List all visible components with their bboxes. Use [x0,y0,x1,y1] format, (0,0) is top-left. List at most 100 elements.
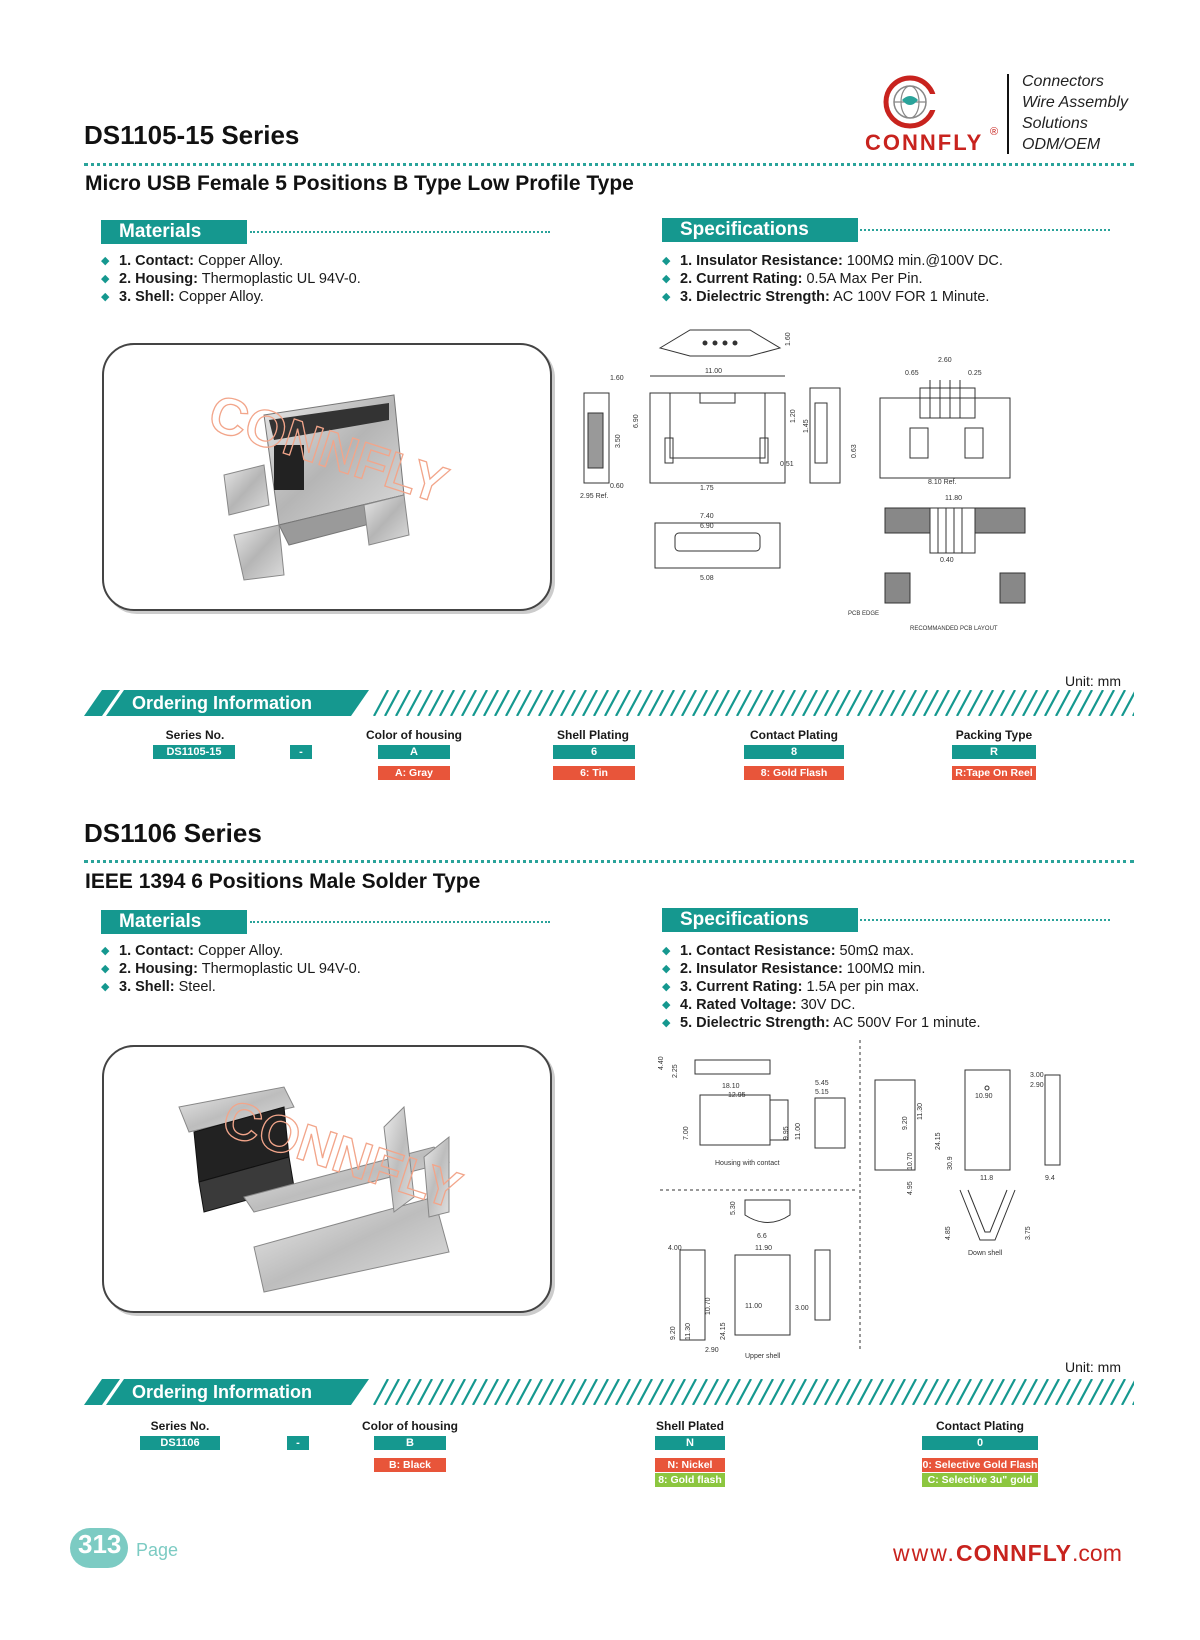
materials-tab: Materials [101,910,247,934]
svg-text:1.60: 1.60 [610,375,624,382]
svg-text:5.45: 5.45 [815,1080,829,1087]
tagline-item: Wire Assembly [1022,94,1128,111]
materials-divider [250,921,550,923]
registered-mark: ® [990,126,999,138]
materials-list: 1. Contact: Copper Alloy. 2. Housing: Th… [101,942,361,996]
product-photo: CONNFLY [102,1045,552,1313]
ordering-title: Ordering Information [132,693,312,713]
list-item: 3. Current Rating: 1.5A per pin max. [662,978,981,996]
svg-text:Upper shell: Upper shell [745,1353,781,1360]
svg-text:5.30: 5.30 [730,1201,737,1215]
materials-divider [250,231,550,233]
svg-text:RECOMMANDED PCB LAYOUT: RECOMMANDED PCB LAYOUT [910,626,998,632]
brand-tagline-list: Connectors Wire Assembly Solutions ODM/O… [1022,71,1128,155]
packing-code: R [952,745,1036,759]
series-code: DS1106 [140,1436,220,1450]
col-header-color: Color of housing [366,728,462,742]
logo-wordmark: CONNFLY [865,130,984,155]
svg-text:9.20: 9.20 [902,1116,909,1130]
svg-text:0.25: 0.25 [968,370,982,377]
svg-text:2.95 Ref.: 2.95 Ref. [580,493,608,500]
series-subtitle: Micro USB Female 5 Positions B Type Low … [85,172,634,195]
svg-text:0.40: 0.40 [940,557,954,564]
unit-label: Unit: mm [1065,1359,1121,1375]
shell-code: N [655,1436,725,1450]
list-item: 2. Current Rating: 0.5A Max Per Pin. [662,270,1003,288]
list-item: 3. Shell: Steel. [101,978,361,996]
series-code: DS1105-15 [153,745,235,759]
title-divider [84,163,1134,166]
svg-text:18.10: 18.10 [722,1083,740,1090]
svg-text:11.00: 11.00 [705,368,722,375]
list-item: 2. Housing: Thermoplastic UL 94V-0. [101,960,361,978]
svg-text:3.75: 3.75 [1025,1226,1032,1240]
svg-text:11.00: 11.00 [795,1123,802,1140]
color-option: B: Black [374,1458,446,1472]
shell-option: 8: Gold flash [655,1473,725,1487]
tagline-item: ODM/OEM [1022,136,1101,153]
svg-text:3.50: 3.50 [615,434,622,448]
dash-separator: - [287,1436,309,1450]
shell-option: 6: Tin [553,766,635,780]
specs-divider [860,919,1110,921]
brand-logo [850,70,990,155]
technical-drawing: 4.40 2.25 18.10 12.95 7.00 9.95 11.00 5.… [650,1040,1100,1360]
ordering-bar: Ordering Information [84,689,1148,717]
connector-render-icon: CONNFLY [201,383,455,581]
contact-option: 8: Gold Flash [744,766,844,780]
contact-code: 0 [922,1436,1038,1450]
list-item: 3. Shell: Copper Alloy. [101,288,361,306]
svg-text:8.10 Ref.: 8.10 Ref. [928,479,956,486]
svg-text:0.60: 0.60 [610,483,624,490]
svg-text:Down shell: Down shell [968,1250,1003,1257]
website-link[interactable]: www.CONNFLY.com [893,1540,1122,1566]
shell-option: N: Nickel [655,1458,725,1472]
svg-text:11.30: 11.30 [685,1323,692,1340]
specifications-list: 1. Contact Resistance: 50mΩ max. 2. Insu… [662,942,981,1032]
svg-text:24.15: 24.15 [935,1132,942,1150]
svg-text:4.40: 4.40 [658,1056,665,1070]
svg-text:10.70: 10.70 [907,1152,914,1170]
svg-text:6.90: 6.90 [700,523,714,530]
specifications-tab: Specifications [662,908,858,932]
unit-label: Unit: mm [1065,673,1121,689]
list-item: 3. Dielectric Strength: AC 100V FOR 1 Mi… [662,288,1003,306]
list-item: 4. Rated Voltage: 30V DC. [662,996,981,1014]
specifications-tab: Specifications [662,218,858,242]
materials-list: 1. Contact: Copper Alloy. 2. Housing: Th… [101,252,361,306]
svg-text:6.6: 6.6 [757,1233,767,1240]
col-header-shell: Shell Plating [556,728,629,742]
contact-code: 8 [744,745,844,759]
svg-text:6.90: 6.90 [633,414,640,428]
svg-text:9.20: 9.20 [670,1326,677,1340]
svg-text:Housing with contact: Housing with contact [715,1160,780,1167]
svg-text:30.9: 30.9 [947,1156,954,1170]
col-header-color: Color of housing [362,1419,458,1433]
svg-text:4.95: 4.95 [907,1181,914,1195]
svg-text:1.20: 1.20 [790,409,797,423]
title-divider [84,860,1134,863]
specifications-list: 1. Insulator Resistance: 100MΩ min.@100V… [662,252,1003,306]
dimension-drawing-icon: 4.40 2.25 18.10 12.95 7.00 9.95 11.00 5.… [658,1040,1061,1360]
technical-drawing: 1.60 1.60 6.90 3.50 0.60 2.95 Ref. 11.00… [580,318,1100,663]
col-header-contact: Contact Plating [749,728,838,742]
ordering-title: Ordering Information [132,1382,312,1402]
contact-option: C: Selective 3u" gold [922,1473,1038,1487]
product-photo: CONNFLY [102,343,552,611]
list-item: 1. Insulator Resistance: 100MΩ min.@100V… [662,252,1003,270]
svg-text:1.45: 1.45 [803,419,810,433]
series-title: DS1105-15 Series [84,120,300,150]
svg-text:2.90: 2.90 [705,1347,719,1354]
dimension-drawing-icon: 1.60 1.60 6.90 3.50 0.60 2.95 Ref. 11.00… [580,329,1026,632]
list-item: 1. Contact: Copper Alloy. [101,252,361,270]
svg-text:10.70: 10.70 [705,1297,712,1315]
svg-text:1.60: 1.60 [785,332,792,346]
svg-text:11.30: 11.30 [917,1103,924,1120]
svg-text:2.60: 2.60 [938,357,952,364]
col-header-series: Series No. [165,728,225,742]
color-code: B [374,1436,446,1450]
svg-text:0.65: 0.65 [905,370,919,377]
list-item: 2. Insulator Resistance: 100MΩ min. [662,960,981,978]
svg-text:24.15: 24.15 [720,1322,727,1340]
svg-text:3.00: 3.00 [795,1305,809,1312]
